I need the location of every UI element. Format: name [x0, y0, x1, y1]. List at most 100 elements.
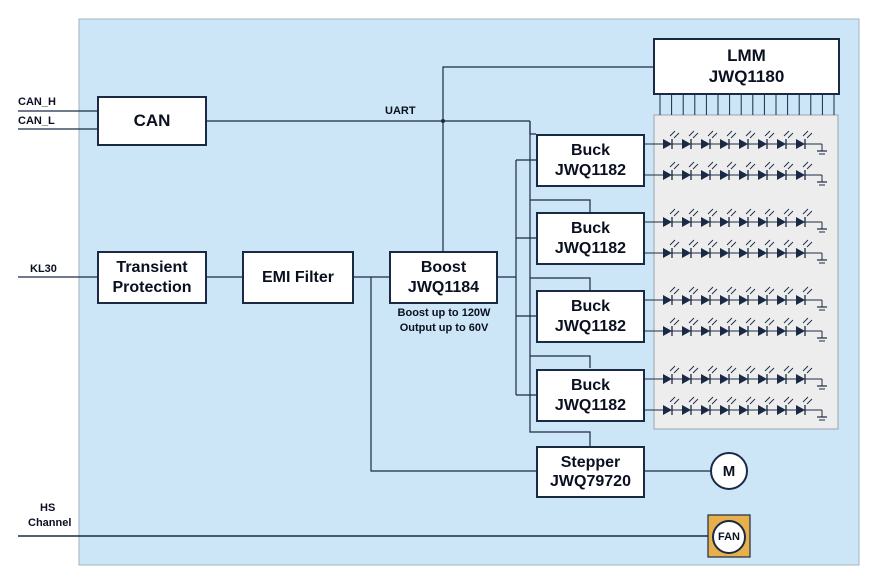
uart-to-buck-line — [530, 199, 591, 212]
led-icon — [720, 217, 729, 227]
led-ray-icon — [787, 210, 794, 217]
led-ray-icon — [673, 367, 680, 374]
led-icon — [739, 248, 748, 258]
led-icon — [739, 374, 748, 384]
led-icon — [796, 405, 805, 415]
led-icon — [701, 217, 710, 227]
led-ray-icon — [802, 317, 809, 324]
led-icon — [796, 248, 805, 258]
led-icon — [682, 217, 691, 227]
led-ray-icon — [707, 286, 714, 293]
led-ray-icon — [768, 163, 775, 170]
led-icon — [777, 374, 786, 384]
led-icon — [777, 139, 786, 149]
led-ray-icon — [745, 317, 752, 324]
led-ray-icon — [707, 396, 714, 403]
led-ray-icon — [802, 161, 809, 168]
led-ray-icon — [764, 161, 771, 168]
led-ray-icon — [806, 132, 813, 139]
led-icon — [796, 139, 805, 149]
transient-protection-block[interactable]: Transient Protection — [97, 251, 207, 304]
led-ray-icon — [669, 161, 676, 168]
stepper-block[interactable]: Stepper JWQ79720 — [536, 446, 645, 498]
led-ray-icon — [768, 210, 775, 217]
buck-block[interactable]: Buck JWQ1182 — [536, 369, 645, 422]
led-icon — [796, 217, 805, 227]
led-ray-icon — [707, 130, 714, 137]
led-ray-icon — [749, 288, 756, 295]
led-icon — [663, 248, 672, 258]
led-ray-icon — [764, 365, 771, 372]
boost-note-line1: Boost up to 120W — [397, 307, 491, 319]
uart-to-stepper-line — [529, 121, 591, 446]
uart-to-buck-line — [530, 355, 591, 368]
led-icon — [682, 248, 691, 258]
fan-label: FAN — [718, 531, 740, 543]
led-ray-icon — [711, 241, 718, 248]
led-ray-icon — [768, 288, 775, 295]
led-ray-icon — [730, 132, 737, 139]
led-icon — [720, 139, 729, 149]
can-l-label: CAN_L — [18, 115, 55, 127]
led-ray-icon — [768, 398, 775, 405]
led-ray-icon — [669, 130, 676, 137]
led-icon — [739, 217, 748, 227]
led-ray-icon — [802, 365, 809, 372]
led-ray-icon — [764, 396, 771, 403]
emi-filter-label: EMI Filter — [261, 268, 334, 286]
led-ray-icon — [726, 396, 733, 403]
led-icon — [720, 326, 729, 336]
led-ray-icon — [692, 241, 699, 248]
led-ray-icon — [688, 130, 695, 137]
led-ray-icon — [806, 210, 813, 217]
led-ray-icon — [802, 208, 809, 215]
kl30-label: KL30 — [30, 263, 57, 275]
buck-block[interactable]: Buck JWQ1182 — [536, 134, 645, 187]
led-ray-icon — [745, 161, 752, 168]
led-ray-icon — [707, 208, 714, 215]
boost-to-lmm-line — [442, 66, 653, 251]
led-ray-icon — [787, 288, 794, 295]
led-ray-icon — [768, 241, 775, 248]
led-icon — [701, 405, 710, 415]
can-block-label: CAN — [133, 110, 171, 130]
boost-block[interactable]: Boost JWQ1184 — [389, 251, 498, 304]
buck-block[interactable]: Buck JWQ1182 — [536, 212, 645, 265]
led-ray-icon — [669, 317, 676, 324]
led-ray-icon — [745, 365, 752, 372]
lmm-block[interactable]: LMM JWQ1180 — [653, 38, 840, 95]
can-block[interactable]: CAN — [97, 96, 207, 146]
led-ray-icon — [749, 241, 756, 248]
led-ray-icon — [764, 130, 771, 137]
motor-label: M — [722, 462, 736, 480]
led-ray-icon — [688, 161, 695, 168]
led-ray-icon — [764, 208, 771, 215]
led-ray-icon — [688, 365, 695, 372]
led-ray-icon — [730, 398, 737, 405]
led-ray-icon — [802, 130, 809, 137]
lmm-line1: LMM — [727, 46, 766, 66]
led-icon — [682, 374, 691, 384]
led-icon — [777, 170, 786, 180]
lmm-line2: JWQ1180 — [708, 66, 785, 86]
uart-label: UART — [385, 105, 416, 117]
led-ray-icon — [745, 208, 752, 215]
led-ray-icon — [692, 319, 699, 326]
led-ray-icon — [692, 132, 699, 139]
led-ray-icon — [745, 239, 752, 246]
led-ray-icon — [783, 396, 790, 403]
led-icon — [758, 374, 767, 384]
led-ray-icon — [688, 317, 695, 324]
led-ray-icon — [806, 319, 813, 326]
led-icon — [758, 405, 767, 415]
led-ray-icon — [806, 288, 813, 295]
led-icon — [739, 326, 748, 336]
buck-block[interactable]: Buck JWQ1182 — [536, 290, 645, 343]
emi-filter-block[interactable]: EMI Filter — [242, 251, 354, 304]
led-icon — [701, 326, 710, 336]
led-ray-icon — [749, 367, 756, 374]
led-ray-icon — [768, 132, 775, 139]
led-ray-icon — [802, 396, 809, 403]
